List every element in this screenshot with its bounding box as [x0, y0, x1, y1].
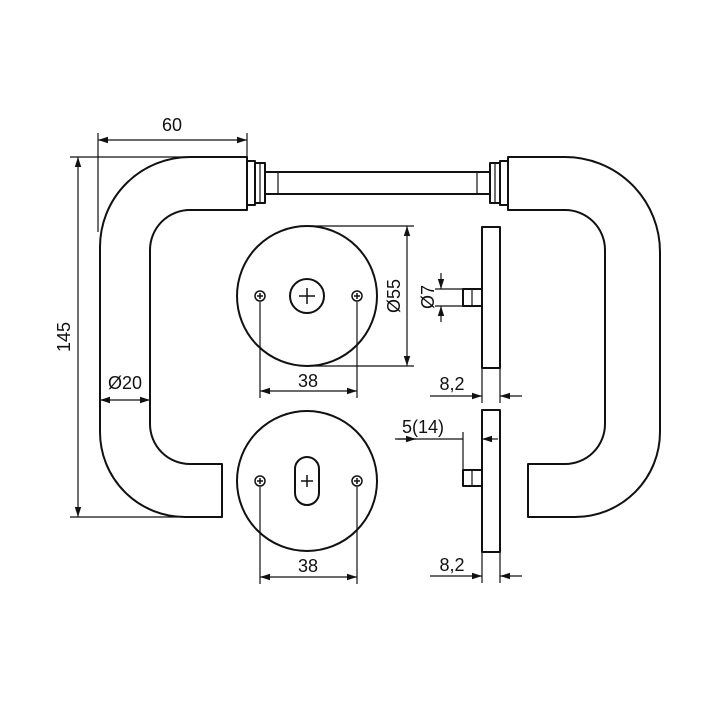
- dim-handle-height: 145: [54, 322, 74, 352]
- dim-screw-spacing-top: 38: [298, 371, 318, 391]
- dim-rosette-diameter: Ø55: [384, 279, 404, 313]
- screw-icon: [351, 475, 363, 487]
- keyhole-icon: [294, 456, 320, 506]
- left-neck-icon: [246, 160, 266, 206]
- dim-rosette-thickness-bottom: 8,2: [439, 555, 464, 575]
- dim-screw-spacing-bottom: 38: [298, 556, 318, 576]
- spindle-hole-icon: [289, 278, 325, 314]
- right-neck-icon: [489, 160, 509, 206]
- bottom-rosette-side-view: [462, 409, 501, 553]
- dim-handle-diameter: Ø20: [108, 373, 142, 393]
- spindle-bar-icon: [265, 171, 490, 195]
- dim-rosette-thickness-top: 8,2: [439, 374, 464, 394]
- dim-spindle-diameter: Ø7: [418, 285, 438, 309]
- left-lever-handle-icon: [99, 156, 248, 518]
- top-rosette-side-view: [462, 226, 501, 369]
- right-lever-handle-icon: [507, 156, 661, 518]
- screw-icon: [254, 475, 266, 487]
- dim-pin-length: 5(14): [402, 417, 444, 437]
- screw-icon: [351, 290, 363, 302]
- top-rosette: [236, 225, 378, 367]
- screw-icon: [254, 290, 266, 302]
- dim-handle-width: 60: [162, 115, 182, 135]
- bottom-rosette: [236, 410, 378, 552]
